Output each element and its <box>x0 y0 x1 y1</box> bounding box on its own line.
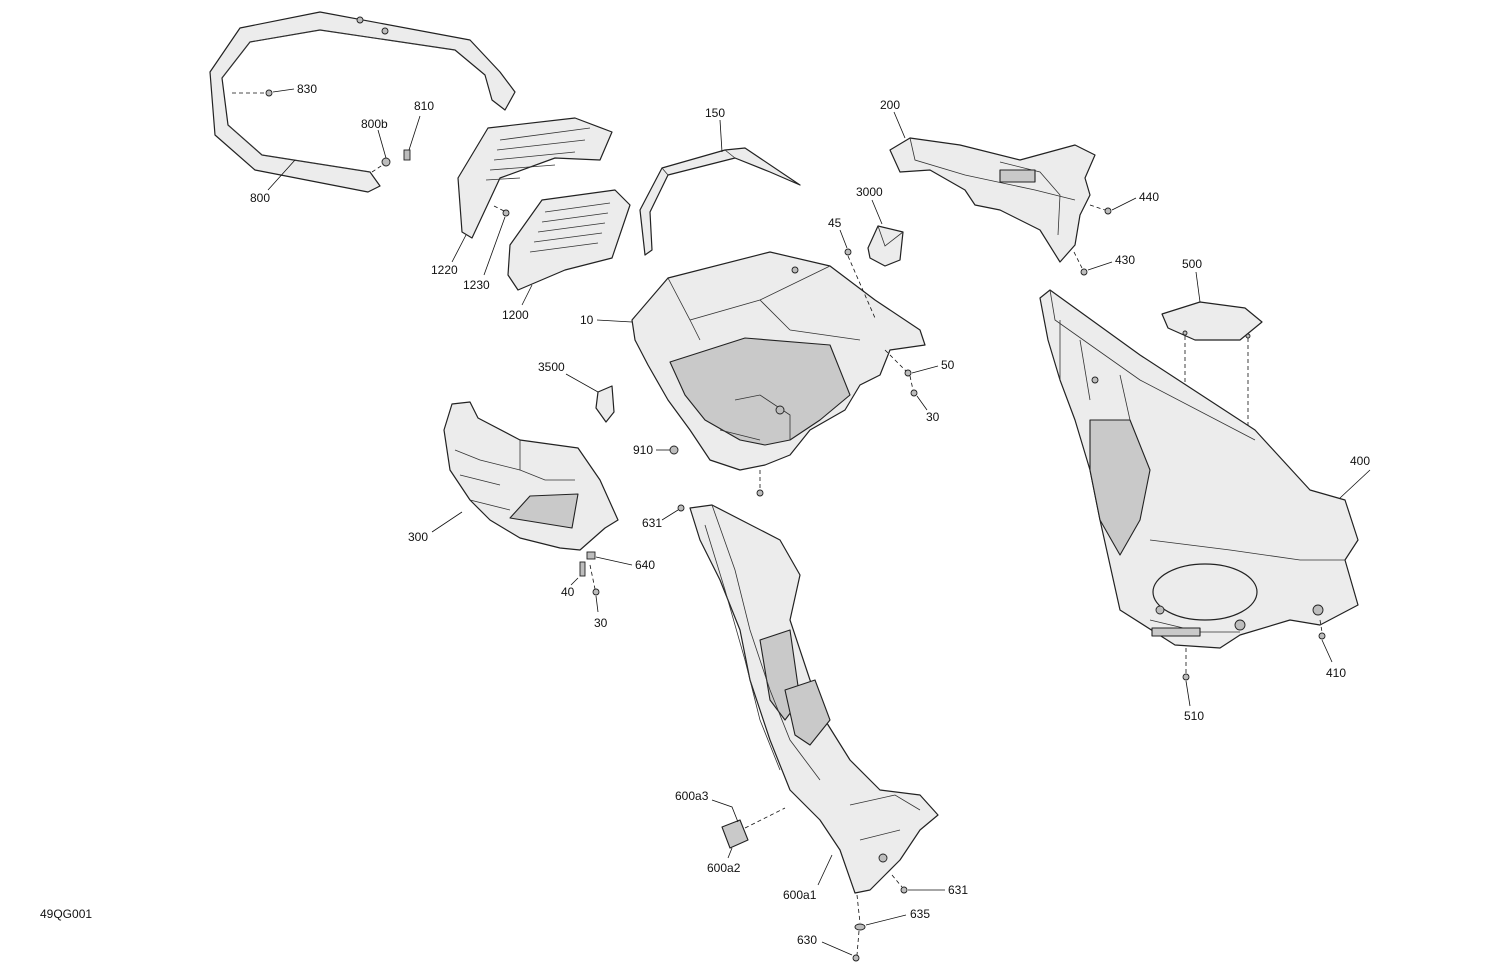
callout-10: 10 <box>580 313 633 327</box>
label-40: 40 <box>561 585 575 599</box>
part-1220-vent-housing <box>457 117 613 239</box>
callout-810: 810 <box>403 99 434 161</box>
callout-800: 800 <box>250 159 296 205</box>
label-631-lower: 631 <box>948 883 968 897</box>
callout-600a1: 600a1 <box>783 854 833 902</box>
callout-440: 440 <box>1089 190 1159 215</box>
part-300-lower-left-panel <box>443 401 619 551</box>
label-500: 500 <box>1182 257 1202 271</box>
label-1220: 1220 <box>431 263 458 277</box>
callout-410: 410 <box>1318 619 1346 680</box>
label-600a1: 600a1 <box>783 888 817 902</box>
callout-1220: 1220 <box>431 234 467 277</box>
label-600a2: 600a2 <box>707 861 741 875</box>
callout-30-lower: 30 <box>589 564 608 630</box>
label-45: 45 <box>828 216 842 230</box>
callout-40: 40 <box>561 561 586 599</box>
callout-430: 430 <box>1073 251 1135 276</box>
callout-300: 300 <box>408 511 463 544</box>
label-1230: 1230 <box>463 278 490 292</box>
callout-1200: 1200 <box>502 284 533 322</box>
label-200: 200 <box>880 98 900 112</box>
label-631-upper: 631 <box>642 516 662 530</box>
label-510: 510 <box>1184 709 1204 723</box>
part-10-main-dash-tub <box>631 251 926 471</box>
label-50: 50 <box>941 358 955 372</box>
callout-910: 910 <box>633 443 679 457</box>
label-910: 910 <box>633 443 653 457</box>
label-3000: 3000 <box>856 185 883 199</box>
callout-640: 640 <box>586 551 655 572</box>
callout-3500: 3500 <box>538 360 599 393</box>
label-800b: 800b <box>361 117 388 131</box>
callout-631-upper: 631 <box>642 504 685 530</box>
label-3500: 3500 <box>538 360 565 374</box>
label-640: 640 <box>635 558 655 572</box>
label-300: 300 <box>408 530 428 544</box>
part-800-handle-bar <box>209 11 516 193</box>
callout-830: 830 <box>232 82 317 97</box>
callout-631-lower: 631 <box>891 874 968 897</box>
label-30-upper: 30 <box>926 410 940 424</box>
part-3500-clip <box>595 385 615 423</box>
callout-30-upper: 30 <box>909 375 940 424</box>
callout-150: 150 <box>705 106 725 153</box>
part-1200-vent-grille <box>507 189 631 291</box>
label-430: 430 <box>1115 253 1135 267</box>
label-600a3: 600a3 <box>675 789 709 803</box>
label-1200: 1200 <box>502 308 529 322</box>
label-635: 635 <box>910 907 930 921</box>
callout-635: 635 <box>854 894 930 931</box>
label-830: 830 <box>297 82 317 96</box>
callout-400: 400 <box>1339 454 1370 499</box>
callout-510: 510 <box>1182 648 1204 723</box>
part-600a1-lower-long-panel <box>689 504 939 894</box>
callout-3000: 3000 <box>856 185 883 225</box>
label-810: 810 <box>414 99 434 113</box>
part-400-side-body-panel <box>1039 289 1359 649</box>
label-400: 400 <box>1350 454 1370 468</box>
label-440: 440 <box>1139 190 1159 204</box>
label-150: 150 <box>705 106 725 120</box>
label-10: 10 <box>580 313 594 327</box>
label-410: 410 <box>1326 666 1346 680</box>
callout-1230: 1230 <box>463 205 510 292</box>
callout-630: 630 <box>797 930 860 962</box>
part-3000-bracket <box>867 225 904 267</box>
label-800: 800 <box>250 191 270 205</box>
callout-600a2: 600a2 <box>707 847 741 875</box>
callout-800b: 800b <box>361 117 391 173</box>
label-30-lower: 30 <box>594 616 608 630</box>
part-150-fascia-strip <box>639 147 801 256</box>
callout-50: 50 <box>884 349 955 377</box>
callout-200: 200 <box>880 98 906 139</box>
callout-45: 45 <box>828 216 876 319</box>
callout-600a3: 600a3 <box>675 789 739 823</box>
fastener-under-tub <box>756 489 764 497</box>
part-600a2-small-cover <box>721 807 786 849</box>
label-630: 630 <box>797 933 817 947</box>
part-200-upper-panel <box>889 137 1096 263</box>
callout-500: 500 <box>1182 257 1202 303</box>
drawing-code: 49QG001 <box>40 907 92 921</box>
